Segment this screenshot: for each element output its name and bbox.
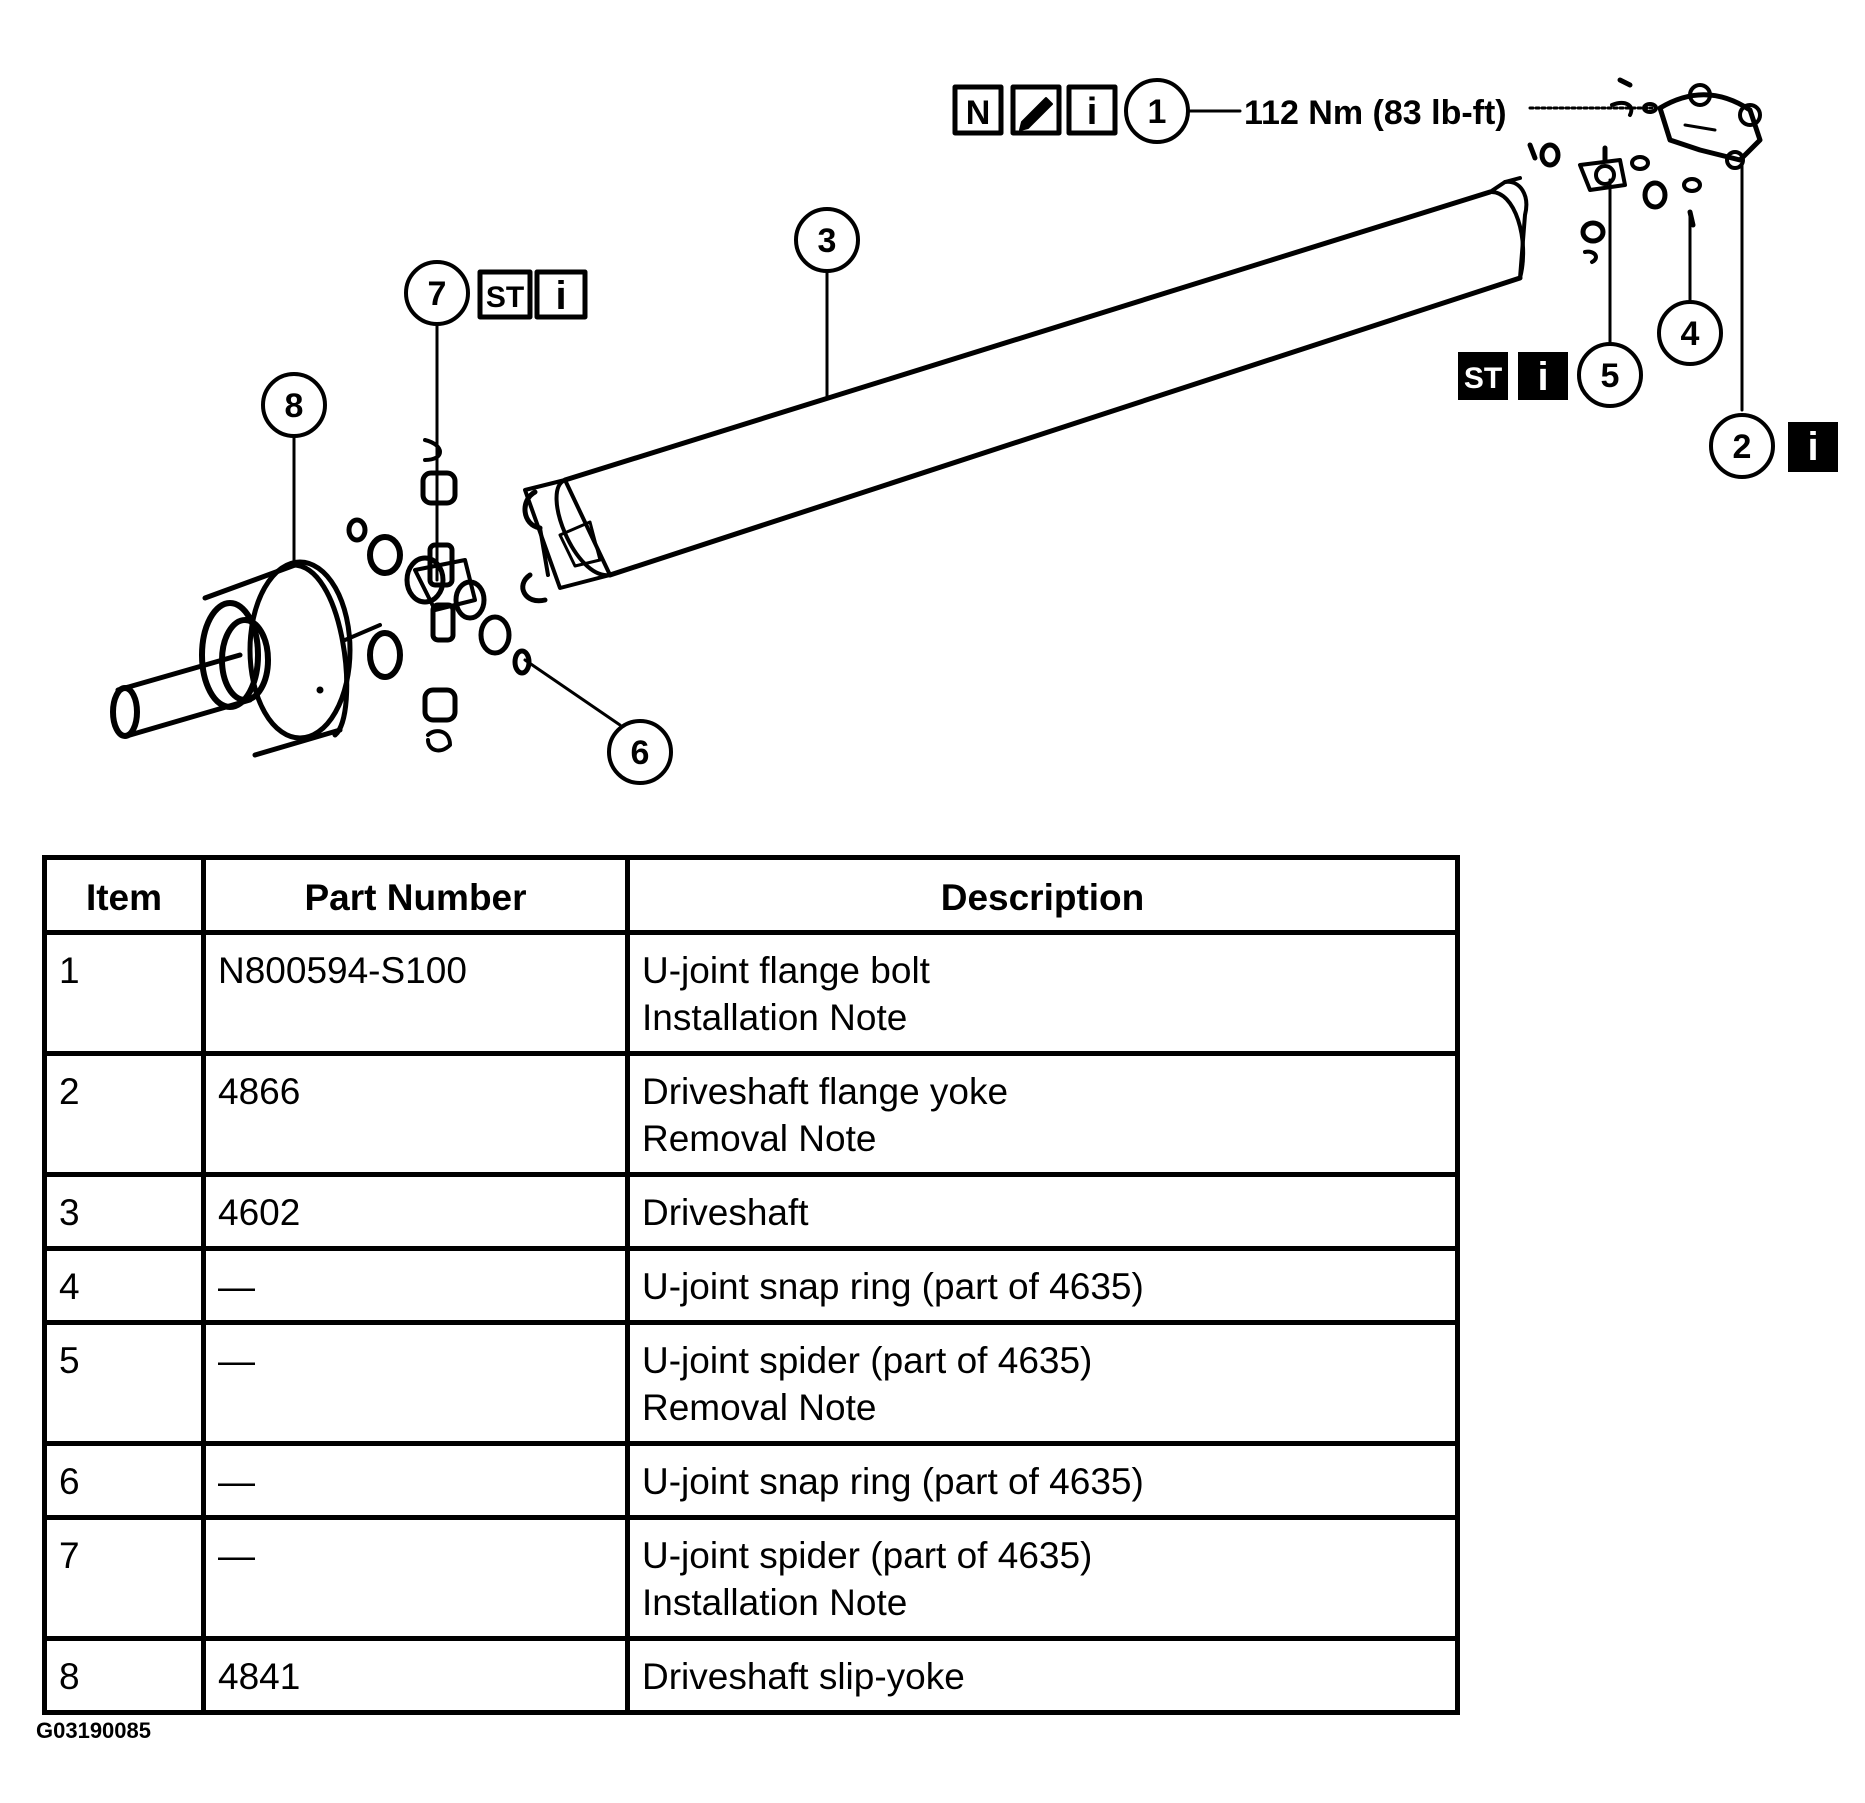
table-row: 1 N800594-S100 U-joint flange bolt Insta… [42,930,1460,1056]
callout-6: 6 [631,734,650,772]
cell-description: U-joint snap ring (part of 4635) [625,1441,1460,1520]
description-line: U-joint snap ring (part of 4635) [642,1461,1144,1502]
cell-item: 8 [42,1636,206,1715]
cell-part-number: — [201,1515,630,1641]
cell-part-number: 4866 [201,1051,630,1177]
cell-item: 1 [42,930,206,1056]
header-description: Description [625,855,1460,935]
table-row: 6 — U-joint snap ring (part of 4635) [42,1441,1460,1520]
driveshaft-exploded-diagram: 1 2 3 4 5 6 7 8 N i i ST i ST i 112 Nm (… [110,77,1838,785]
callout-8: 8 [285,387,304,425]
header-part-number: Part Number [201,855,630,935]
callout-2: 2 [1733,428,1752,466]
cell-part-number: — [201,1320,630,1446]
description-line: U-joint snap ring (part of 4635) [642,1266,1144,1307]
cell-item: 7 [42,1515,206,1641]
description-note: Removal Note [642,1118,877,1159]
cell-description: U-joint snap ring (part of 4635) [625,1246,1460,1325]
cell-part-number: N800594-S100 [201,930,630,1056]
cell-description: U-joint spider (part of 4635) Removal No… [625,1320,1460,1446]
badge-st-5: ST [1464,362,1502,395]
table-header-row: Item Part Number Description [42,855,1460,935]
parts-table: Item Part Number Description 1 N800594-S… [42,855,1460,1715]
leader-lines [292,106,1744,727]
badge-st-7: ST [486,281,524,314]
badge-labels: N i i ST i ST i [486,91,1819,469]
cell-description: Driveshaft slip-yoke [625,1636,1460,1715]
cell-item: 4 [42,1246,206,1325]
rear-ujoint-parts [1527,77,1763,264]
cell-description: Driveshaft flange yoke Removal Note [625,1051,1460,1177]
slip-yoke [110,559,403,758]
description-line: U-joint spider (part of 4635) [642,1340,1093,1381]
cell-part-number: 4841 [201,1636,630,1715]
front-ujoint-parts [346,438,532,753]
cell-item: 5 [42,1320,206,1446]
badge-info-5: i [1537,355,1548,399]
cell-item: 6 [42,1441,206,1520]
badge-info-7: i [555,274,566,318]
table-row: 4 — U-joint snap ring (part of 4635) [42,1246,1460,1325]
badge-info-1: i [1087,91,1098,133]
cell-part-number: — [201,1441,630,1520]
table-row: 7 — U-joint spider (part of 4635) Instal… [42,1515,1460,1641]
badge-info-2: i [1807,425,1818,469]
description-note: Installation Note [642,997,908,1038]
callout-1: 1 [1148,93,1167,131]
cell-item: 3 [42,1172,206,1251]
description-line: U-joint flange bolt [642,950,930,991]
cell-part-number: — [201,1246,630,1325]
callout-4: 4 [1681,315,1700,353]
table-row: 3 4602 Driveshaft [42,1172,1460,1251]
figure-id: G03190085 [36,1718,151,1743]
badge-n-1: N [966,94,991,132]
callout-5: 5 [1601,357,1620,395]
driveshaft-tube [520,176,1529,604]
callout-7: 7 [428,275,447,313]
cell-description: U-joint spider (part of 4635) Installati… [625,1515,1460,1641]
description-note: Installation Note [642,1582,908,1623]
header-item: Item [42,855,206,935]
cell-description: Driveshaft [625,1172,1460,1251]
description-line: Driveshaft slip-yoke [642,1656,965,1697]
cell-part-number: 4602 [201,1172,630,1251]
badges [477,84,1838,472]
description-line: U-joint spider (part of 4635) [642,1535,1093,1576]
description-note: Removal Note [642,1387,877,1428]
description-line: Driveshaft [642,1192,809,1233]
table-row: 2 4866 Driveshaft flange yoke Removal No… [42,1051,1460,1177]
callout-3: 3 [818,222,837,260]
callout-circles [261,78,1775,785]
callout-labels: 1 2 3 4 5 6 7 8 [285,93,1752,772]
description-line: Driveshaft flange yoke [642,1071,1009,1112]
table-row: 8 4841 Driveshaft slip-yoke [42,1636,1460,1715]
torque-spec: 112 Nm (83 lb-ft) [1244,94,1507,132]
cell-item: 2 [42,1051,206,1177]
pencil-icon [1019,97,1053,131]
table-row: 5 — U-joint spider (part of 4635) Remova… [42,1320,1460,1446]
cell-description: U-joint flange bolt Installation Note [625,930,1460,1056]
